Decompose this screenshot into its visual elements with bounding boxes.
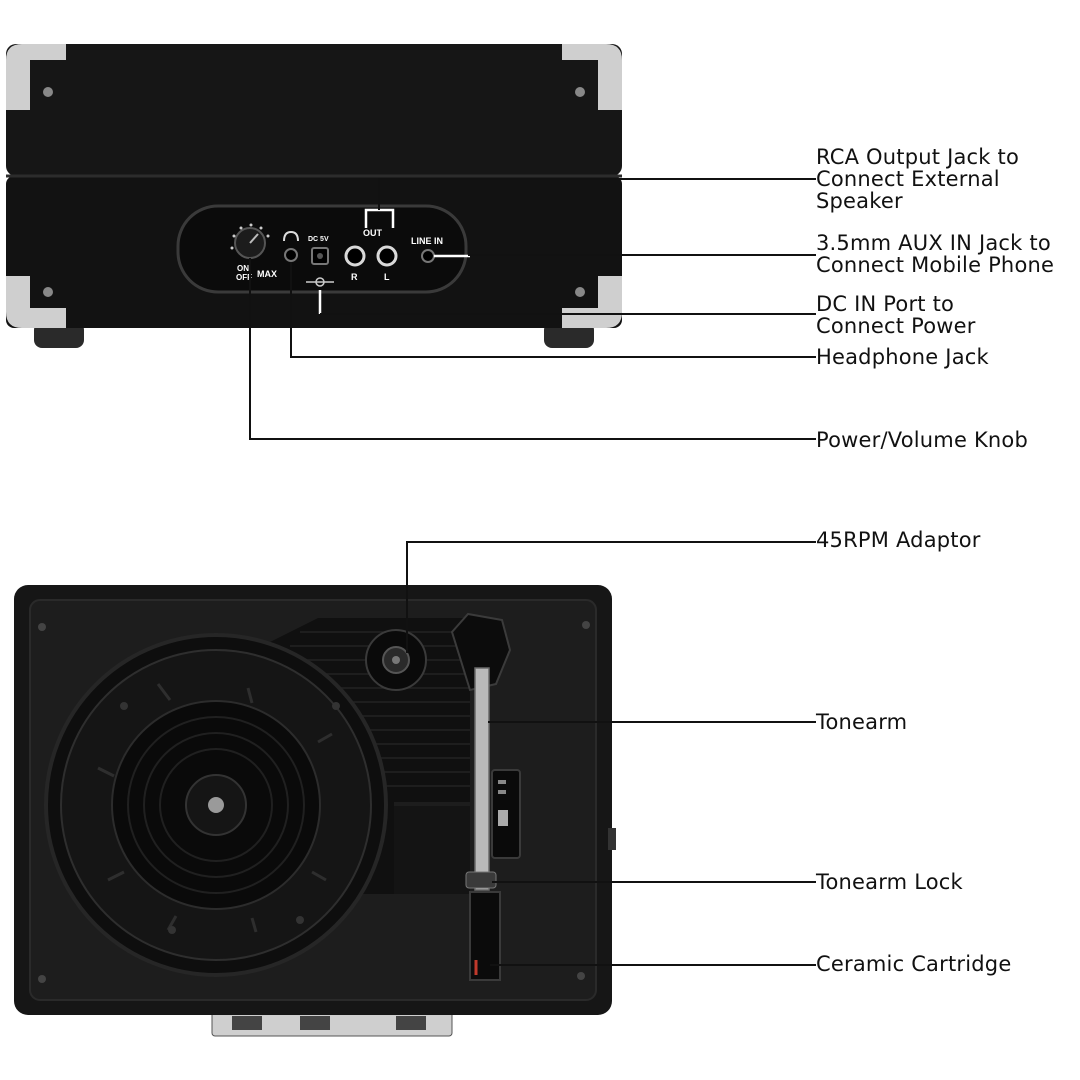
leader-cartridge: [490, 964, 816, 966]
tonearm-head: [450, 612, 512, 692]
leader-tonearm-lock: [492, 881, 816, 883]
tonearm: [474, 667, 490, 891]
leader-headphone: [290, 356, 816, 358]
leader-rpm-adaptor: [406, 541, 816, 543]
rca-left-jack: [376, 245, 398, 267]
callout-tonearm: Tonearm: [816, 710, 908, 734]
chrome-corner-top-right: [562, 44, 622, 110]
leader-rca: [378, 178, 816, 180]
headphone-icon: [283, 230, 299, 242]
rca-l-label: L: [384, 272, 390, 282]
callout-45rpm-adaptor: 45RPM Adaptor: [816, 528, 981, 552]
callout-tonearm-lock: Tonearm Lock: [816, 870, 963, 894]
headphone-jack: [284, 248, 298, 262]
callout-ceramic-cartridge: Ceramic Cartridge: [816, 952, 1012, 976]
left-foot: [34, 322, 84, 348]
callout-headphone-jack: Headphone Jack: [816, 345, 989, 369]
callout-rca-output: RCA Output Jack to Connect External Spea…: [816, 145, 1019, 213]
leader-rca-vertical: [378, 178, 380, 210]
leader-rpm-vertical: [406, 541, 408, 653]
leader-knob: [249, 438, 816, 440]
callout-dc-in: DC IN Port to Connect Power: [816, 292, 976, 338]
chrome-corner-bottom-left: [6, 276, 66, 328]
leader-tonearm: [488, 721, 816, 723]
ceramic-cartridge: [469, 891, 501, 981]
out-label: OUT: [363, 228, 383, 238]
line-in-label: LINE IN: [411, 236, 443, 246]
rca-right-jack: [344, 245, 366, 267]
spindle: [208, 797, 224, 813]
chrome-corner-top-left: [6, 44, 66, 110]
leader-knob-vertical: [249, 258, 251, 440]
knob-off-label: OFF: [236, 273, 252, 282]
right-foot: [544, 322, 594, 348]
knob-on-label: ON: [237, 264, 249, 273]
leader-aux: [468, 254, 816, 256]
case-lid: [6, 44, 622, 176]
leader-headphone-vertical: [290, 262, 292, 358]
callout-power-volume-knob: Power/Volume Knob: [816, 428, 1029, 452]
callout-aux-in: 3.5mm AUX IN Jack to Connect Mobile Phon…: [816, 231, 1055, 277]
knob-max-label: MAX: [257, 269, 277, 279]
tonearm-lock: [465, 871, 497, 889]
leader-dc: [320, 313, 816, 315]
dc-label: DC 5V: [308, 236, 329, 243]
rca-r-label: R: [351, 272, 358, 282]
chrome-corner-bottom-right: [562, 276, 622, 328]
